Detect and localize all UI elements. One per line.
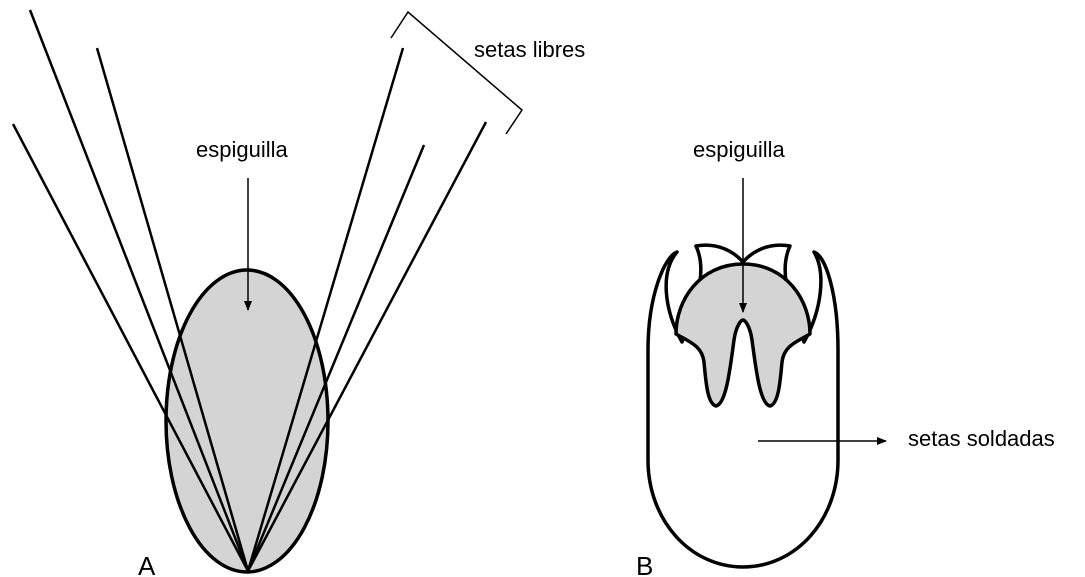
bristles-label-b: setas soldadas <box>908 426 1055 451</box>
bristles-label-a: setas libres <box>474 37 585 62</box>
spikelet-label-a: espiguilla <box>196 137 288 162</box>
panel-b: espiguilla setas soldadas B <box>636 137 1055 577</box>
panel-letter-a: A <box>138 551 156 577</box>
panel-a: setas libres espiguilla A <box>13 10 585 577</box>
bristles-bracket <box>391 12 522 134</box>
spikelet-label-b: espiguilla <box>693 137 785 162</box>
panel-letter-b: B <box>636 551 653 577</box>
